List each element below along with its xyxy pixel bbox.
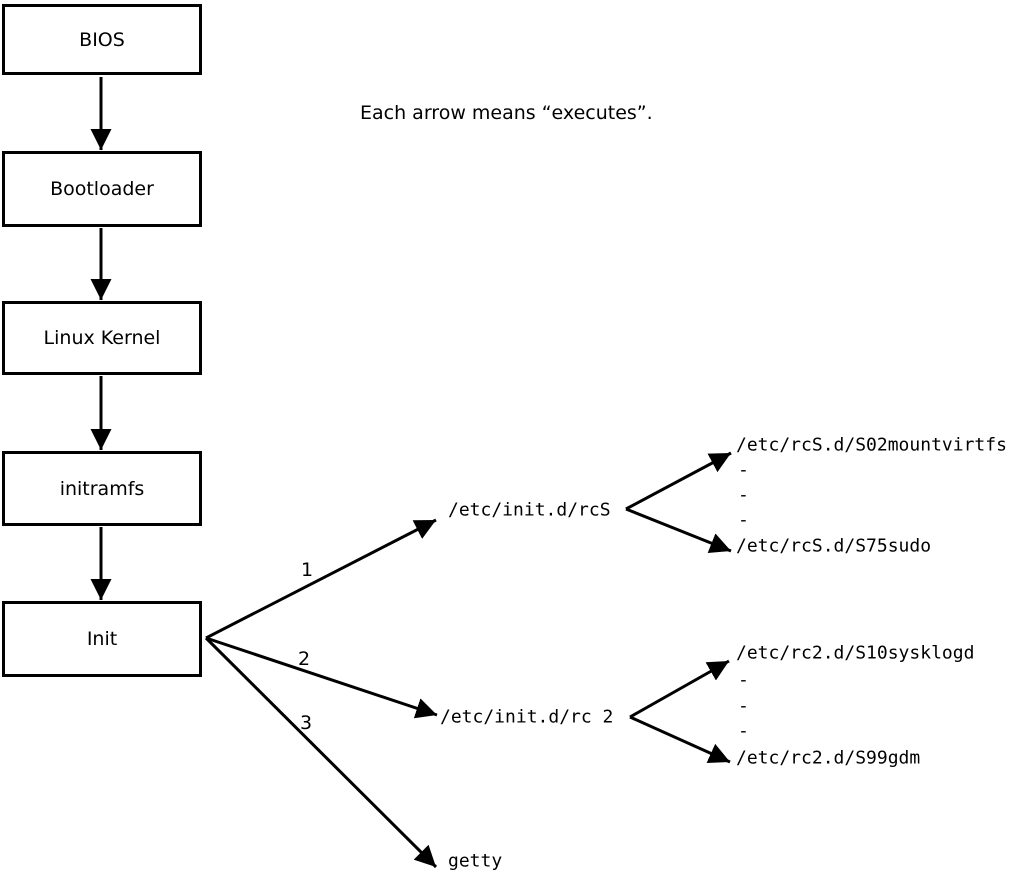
- node-init-label: Init: [86, 628, 118, 650]
- node-rcs-child-dash-2: -: [738, 484, 749, 506]
- arrow-rc2-to-s99gdm: [629, 715, 731, 764]
- node-rc2-child-dash-1: -: [738, 669, 749, 691]
- node-bootloader: Bootloader: [2, 151, 202, 227]
- arrow-rcs-to-s75sudo: [625, 507, 732, 553]
- arrow-init-to-rcs: [205, 518, 437, 640]
- arrow-init-to-getty: [204, 636, 438, 869]
- node-initramfs: initramfs: [2, 451, 202, 526]
- arrow-rc2-to-s10sysklogd: [629, 659, 730, 719]
- branch-2-number: 2: [297, 648, 311, 670]
- node-linux-kernel-label: Linux Kernel: [43, 327, 161, 349]
- branch-3-number: 3: [299, 712, 313, 734]
- node-rcs-child-s02mountvirtfs: /etc/rcS.d/S02mountvirtfs: [736, 434, 1007, 456]
- caption: Each arrow means “executes”.: [360, 102, 653, 124]
- node-etc-init-d-rcs: /etc/init.d/rcS: [448, 499, 611, 521]
- node-bios: BIOS: [2, 4, 202, 75]
- node-linux-kernel: Linux Kernel: [2, 301, 202, 375]
- node-initramfs-label: initramfs: [59, 477, 145, 500]
- arrow-init-to-rc2: [205, 636, 438, 719]
- node-rc2-child-dash-3: -: [738, 720, 749, 742]
- node-getty: getty: [448, 850, 503, 872]
- node-rc2-child-dash-2: -: [738, 695, 749, 717]
- node-bios-label: BIOS: [79, 28, 125, 51]
- branch-1-number: 1: [300, 559, 314, 581]
- node-rcs-child-s75sudo: /etc/rcS.d/S75sudo: [736, 535, 932, 557]
- node-rc2-child-s99gdm: /etc/rc2.d/S99gdm: [736, 747, 921, 769]
- node-init: Init: [2, 601, 202, 677]
- node-rcs-child-dash-3: -: [738, 509, 749, 531]
- node-etc-init-d-rc2: /etc/init.d/rc 2: [440, 706, 614, 728]
- arrow-rcs-to-s02mountvirtfs: [625, 451, 732, 511]
- node-rc2-child-s10sysklogd: /etc/rc2.d/S10sysklogd: [736, 642, 975, 664]
- node-bootloader-label: Bootloader: [50, 178, 154, 200]
- node-rcs-child-dash-1: -: [738, 459, 749, 481]
